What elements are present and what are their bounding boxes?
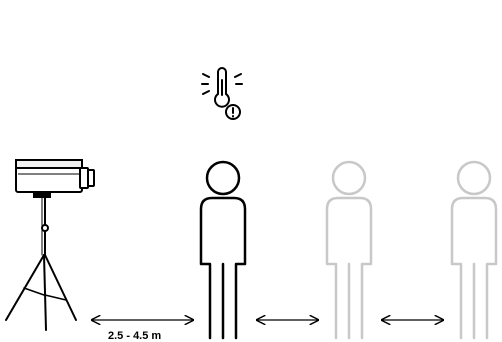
thermometer-alert-icon <box>202 68 242 119</box>
person-icon <box>327 162 371 338</box>
person-icon <box>452 162 496 338</box>
camera-icon <box>16 160 94 197</box>
tripod-icon <box>6 197 76 330</box>
person-icon <box>201 162 245 338</box>
distance-label: 2.5 - 4.5 m <box>108 330 161 342</box>
